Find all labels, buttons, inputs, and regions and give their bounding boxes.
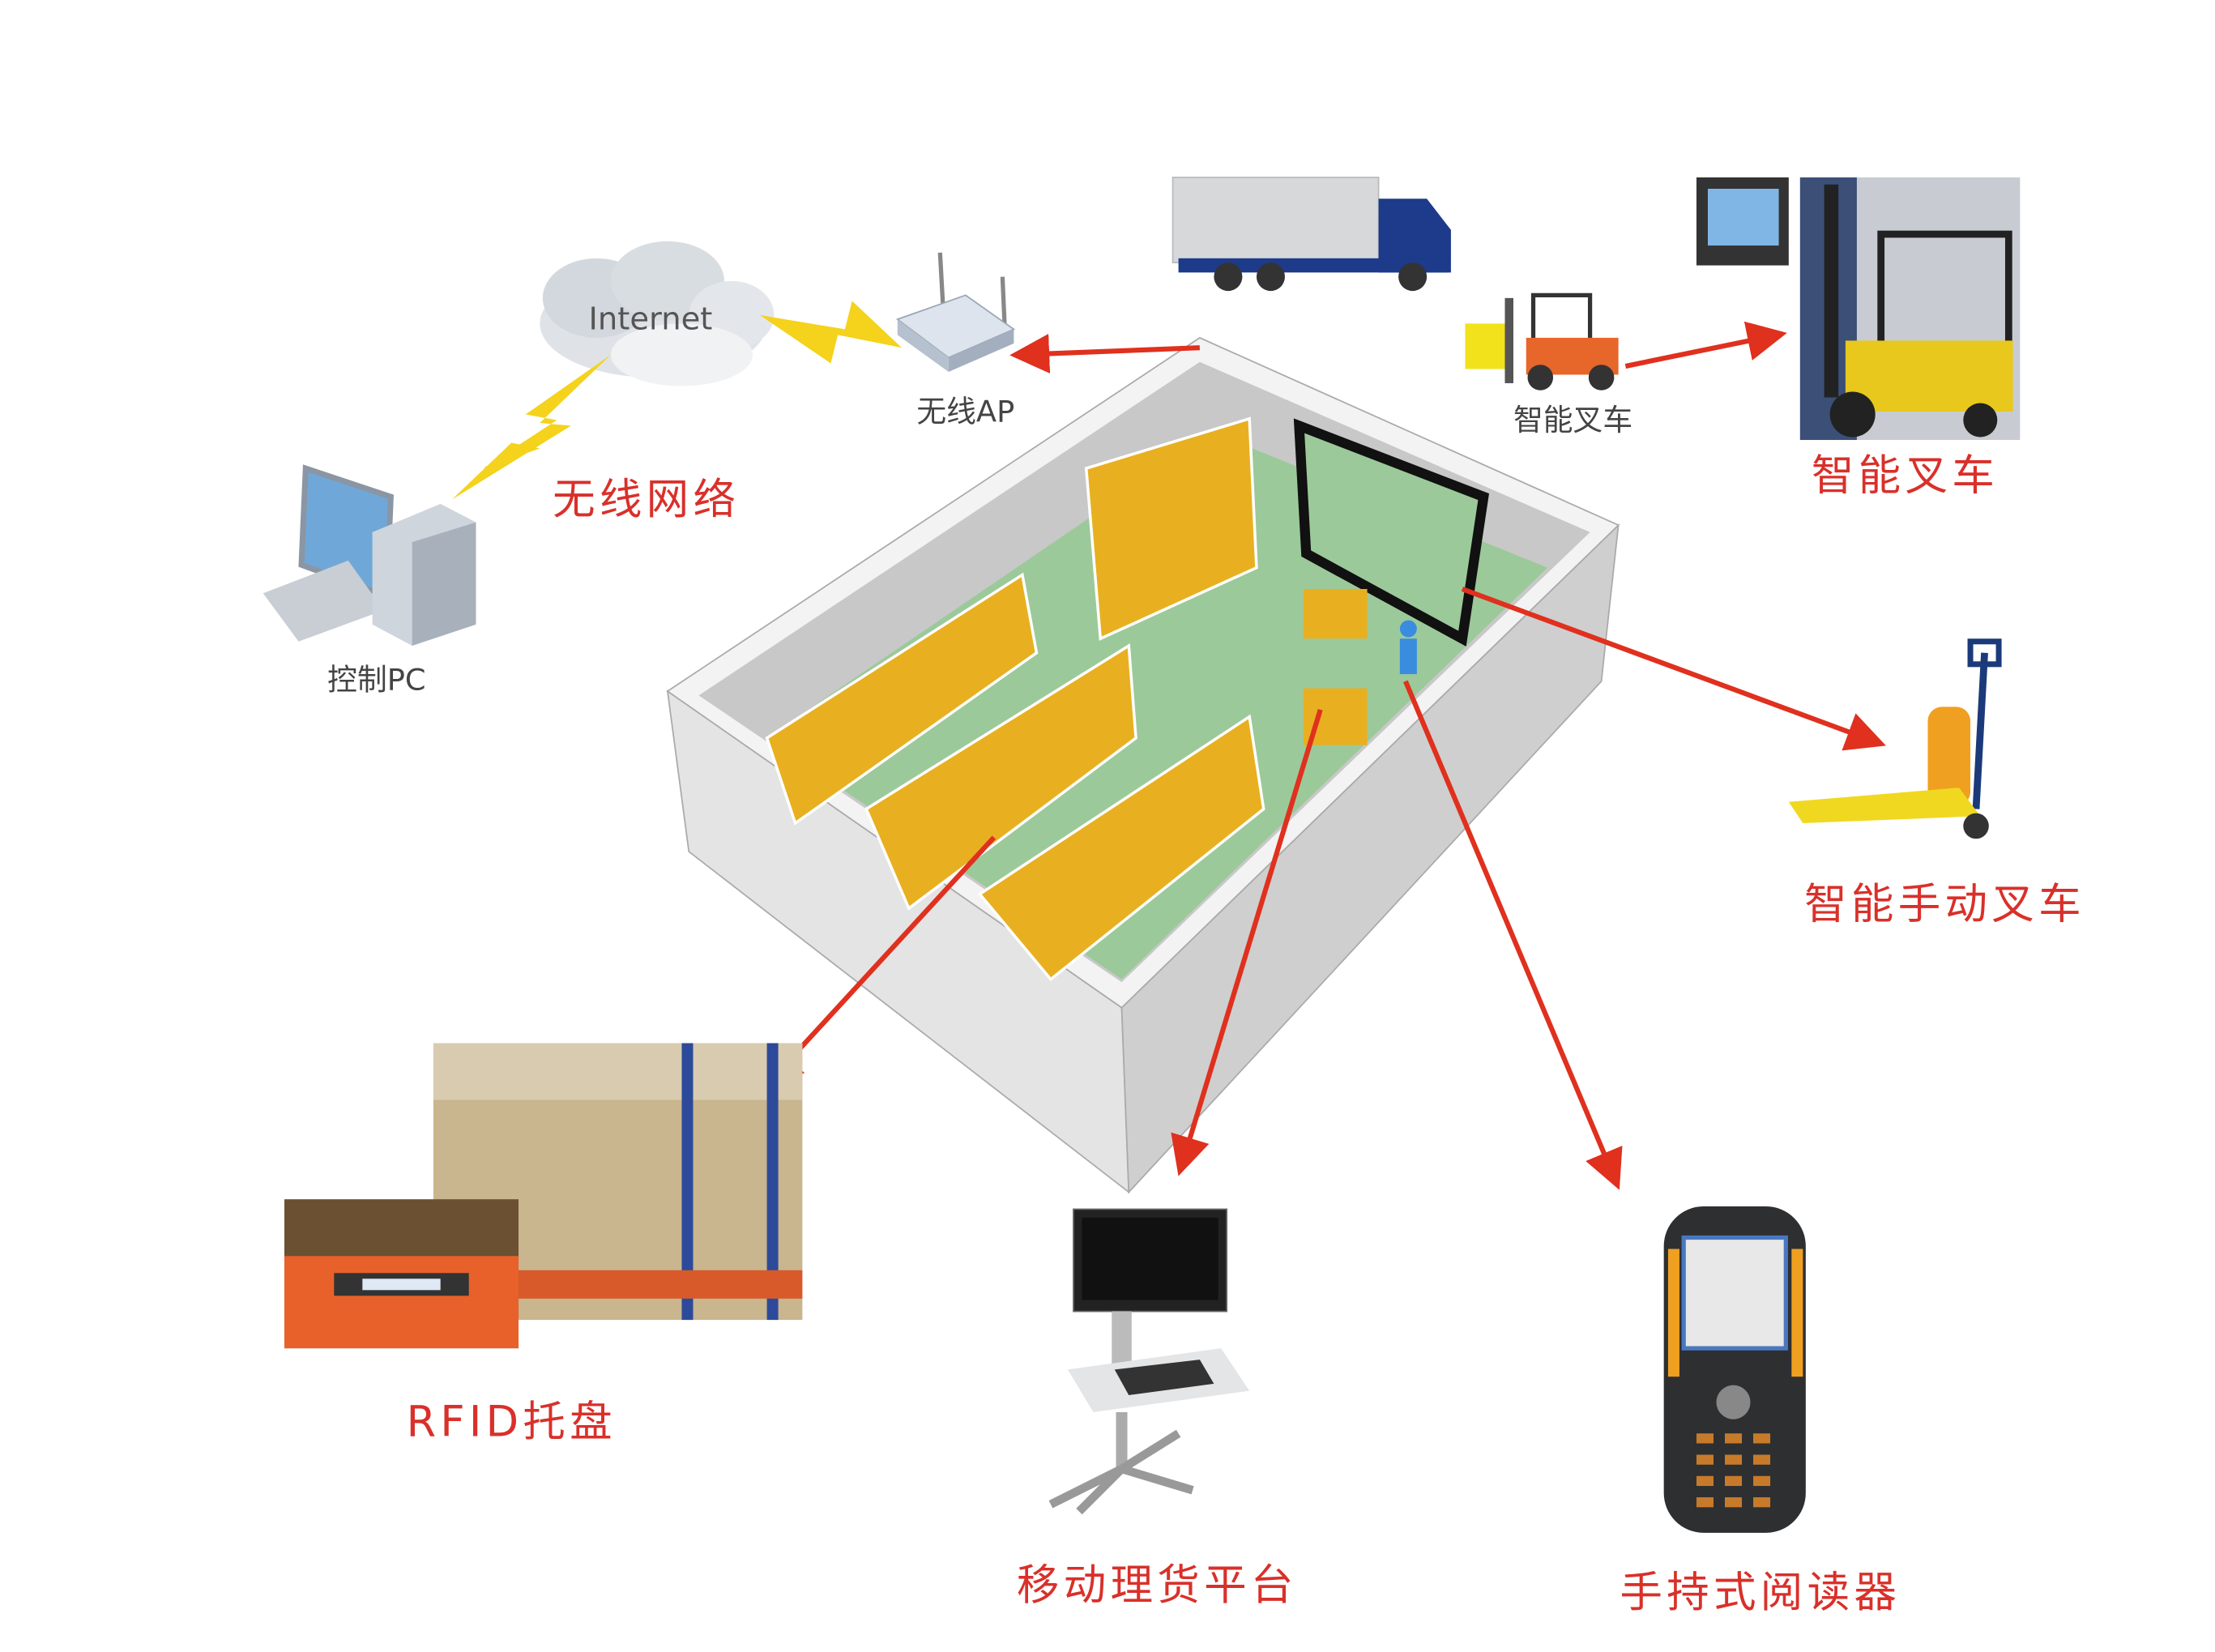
data-flow-arrows [762,321,1886,1190]
wireless-ap-icon [895,252,1016,372]
pallet-truck-icon [1788,638,2002,839]
pallet-goods [1303,588,1368,639]
smart-forklift-icon [1465,292,1619,391]
smart-forklift-photo [1696,177,2021,441]
mobile-platform-label: 移动理货平台 [1017,1560,1298,1610]
ap-label: 无线AP [916,394,1014,429]
wireless-network-label: 无线网络 [553,475,740,524]
wireless-bolt-icon [759,301,903,364]
rfid-pallet-photo [284,1043,803,1349]
rfid-pallet-label: RFID托盘 [407,1398,617,1447]
internet-label: Internet [588,301,712,337]
pc-label: 控制PC [327,662,425,697]
handheld-reader-icon [1663,1206,1806,1533]
truck-icon [1172,177,1451,292]
forklift-label: 智能叉车 [1812,450,1999,500]
wireless-bolt-icon [451,354,611,500]
internet-cloud-icon: Internet [540,241,775,386]
control-pc-icon [262,464,476,647]
pallet-truck-label: 智能手动叉车 [1804,879,2085,928]
handheld-label: 手持式阅读器 [1620,1568,1901,1617]
worker-icon [1399,620,1417,638]
shelf-row [765,416,1265,982]
warehouse-3d-illustration [666,336,1620,1194]
forklift-small-label: 智能叉车 [1513,403,1632,438]
mobile-cart-icon [1048,1208,1250,1515]
